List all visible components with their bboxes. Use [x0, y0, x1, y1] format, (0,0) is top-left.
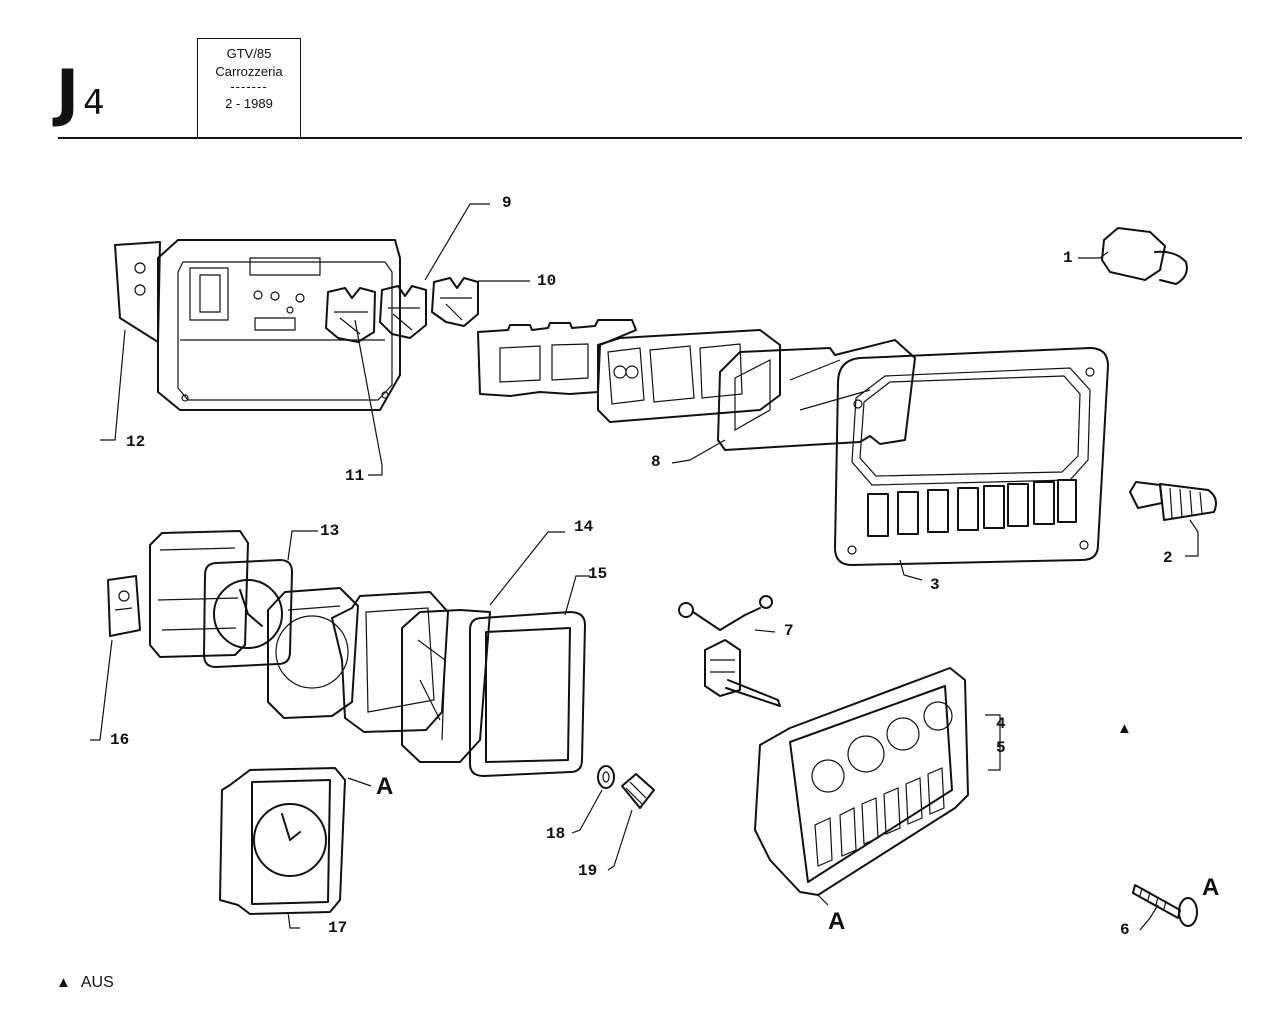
- detail-ref-clock: A: [376, 773, 394, 800]
- callout-16: 16: [110, 731, 130, 749]
- callout-17: 17: [328, 919, 348, 937]
- callout-9: 9: [502, 194, 512, 212]
- part-7-switch: [678, 595, 781, 707]
- callout-3: 3: [930, 576, 940, 594]
- group-label: Carrozzeria: [215, 64, 283, 79]
- section-number: 4: [83, 83, 105, 123]
- part-2-knob: [1129, 481, 1217, 521]
- callout-18: 18: [546, 825, 566, 843]
- callout-5: 5: [996, 739, 1006, 757]
- gauge-dial: [267, 587, 359, 719]
- title-block: GTV/85 Carrozzeria ------- 2 - 1989: [197, 38, 301, 139]
- part-14-lens: [401, 609, 491, 763]
- callout-4: 4: [996, 715, 1006, 733]
- part-1-bulb: [1101, 227, 1188, 285]
- part-19-knob: [621, 773, 655, 809]
- part-8-glass: [717, 339, 916, 451]
- section-letter: J: [56, 56, 80, 129]
- part-18-washer: [597, 765, 615, 789]
- part-6-screw: [1132, 884, 1198, 927]
- callout-6: 6: [1120, 921, 1130, 939]
- callout-11: 11: [345, 467, 365, 485]
- part-15-gasket: [469, 611, 586, 777]
- callout-8: 8: [651, 453, 661, 471]
- model-label: GTV/85: [226, 46, 272, 61]
- detail-ref-panel: A: [828, 908, 846, 935]
- callout-14: 14: [574, 518, 594, 536]
- callout-13: 13: [320, 522, 340, 540]
- header-rule: [58, 137, 1242, 139]
- leader-lines: [90, 203, 1199, 931]
- part-3-bezel: [834, 347, 1109, 566]
- callout-1: 1: [1063, 249, 1073, 267]
- aus-marker-icon: ▲: [1117, 720, 1132, 737]
- detail-ref-screw: A: [1202, 874, 1220, 901]
- legend-triangle-icon: ▲: [56, 974, 71, 991]
- circuit-board: [477, 319, 637, 397]
- part-16-plate: [107, 575, 141, 637]
- part-10-bulb-holder: [431, 277, 479, 327]
- part-17-clock-assembly: [219, 767, 346, 915]
- part-11-bulb-holder: [325, 287, 376, 343]
- title-separator: -------: [230, 79, 268, 94]
- callout-2: 2: [1163, 549, 1173, 567]
- callout-7: 7: [784, 622, 794, 640]
- callout-19: 19: [578, 862, 598, 880]
- part-4-5-panel-assembly: [754, 667, 969, 896]
- legend-text: AUS: [80, 974, 114, 991]
- gauge-frame: [331, 591, 449, 733]
- part-13-clock: [203, 559, 293, 668]
- instrument-cowl: [597, 329, 781, 423]
- callout-15: 15: [588, 565, 608, 583]
- date-label: 2 - 1989: [225, 96, 273, 111]
- callout-10: 10: [537, 272, 557, 290]
- callout-12: 12: [126, 433, 146, 451]
- legend: ▲ AUS: [56, 974, 114, 992]
- part-9-bulb-holder: [379, 285, 427, 339]
- part-12-housing: [114, 239, 401, 411]
- clock-housing: [149, 530, 249, 658]
